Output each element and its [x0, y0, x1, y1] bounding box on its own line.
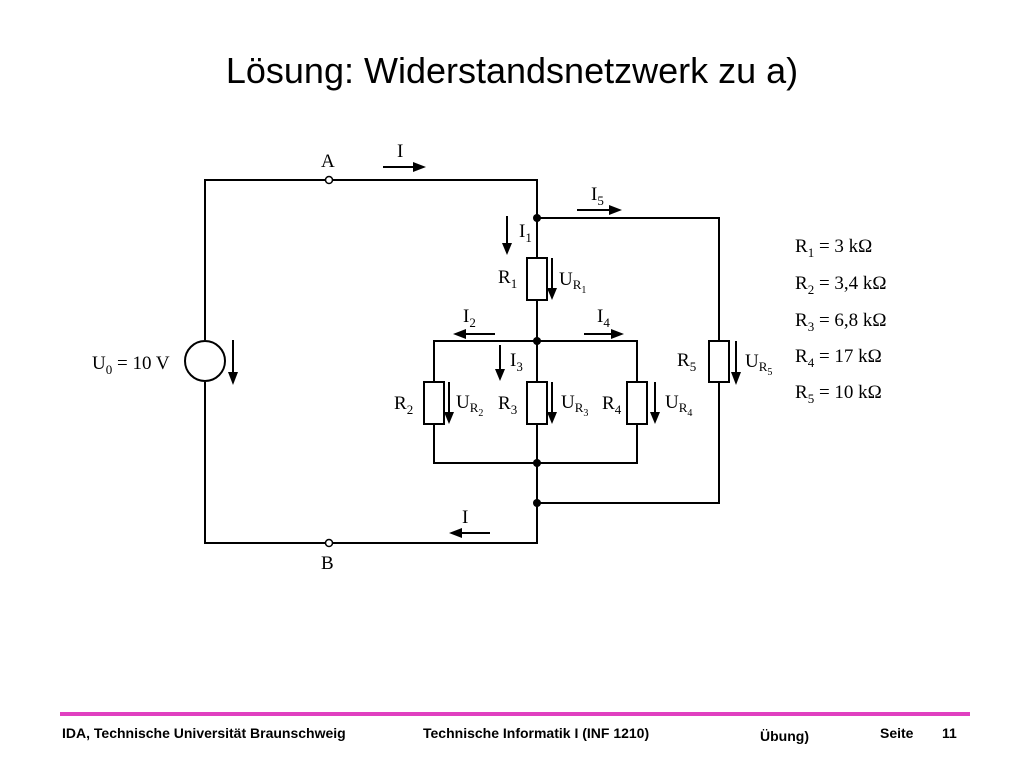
current-i2-arrow: [453, 329, 495, 339]
current-i3-label: I3: [510, 350, 523, 374]
value-r5: R5 = 10 kΩ: [795, 382, 882, 406]
wires: [204, 179, 720, 544]
node-top: [533, 214, 541, 222]
terminal-b-label: B: [321, 553, 334, 574]
current-i-top-label: I: [397, 141, 403, 162]
terminal-a-label: A: [321, 151, 335, 172]
value-r1: R1 = 3 kΩ: [795, 236, 872, 260]
footer-course: Technische Informatik I (INF 1210): [423, 725, 650, 741]
current-i1-arrow: [502, 216, 512, 255]
ur5-label: UR5: [745, 351, 772, 378]
r2-label: R2: [394, 393, 413, 417]
r5-label: R5: [677, 350, 696, 374]
ur1-arrow: [547, 258, 557, 300]
node-bottom: [533, 499, 541, 507]
voltage-source: [184, 340, 226, 382]
current-i3-arrow: [495, 345, 505, 381]
value-r4: R4 = 17 kΩ: [795, 346, 882, 370]
ur4-label: UR4: [665, 392, 692, 419]
slide-title: Lösung: Widerstandsnetzwerk zu a): [225, 50, 799, 91]
source-voltage-arrow: [228, 340, 238, 385]
ur4-arrow: [650, 382, 660, 424]
resistor-r1: [526, 257, 548, 301]
current-i-bottom-arrow: [449, 528, 490, 538]
ur2-arrow: [444, 382, 454, 424]
footer-institution: IDA, Technische Universität Braunschweig: [62, 725, 346, 741]
ur3-arrow: [547, 382, 557, 424]
ur2-label: UR2: [456, 392, 483, 419]
source-label: U0 = 10 V: [92, 353, 170, 377]
footer-page-label: Seite: [880, 725, 914, 741]
terminal-a: [324, 175, 334, 185]
current-i2-label: I2: [463, 306, 476, 330]
current-i-top-arrow: [383, 162, 426, 172]
r3-label: R3: [498, 393, 517, 417]
node-lower: [533, 459, 541, 467]
footer-page-number: 11: [942, 725, 957, 741]
ur1-label: UR1: [559, 269, 586, 296]
resistor-r4: [626, 381, 648, 425]
resistor-r2: [423, 381, 445, 425]
value-r3: R3 = 6,8 kΩ: [795, 310, 887, 334]
r1-label: R1: [498, 267, 517, 291]
current-i1-label: I1: [519, 221, 532, 245]
ur3-label: UR3: [561, 392, 588, 419]
current-i4-arrow: [584, 329, 624, 339]
footer-divider: [60, 712, 970, 716]
current-i5-arrow: [577, 205, 622, 215]
node-middle: [533, 337, 541, 345]
current-i4-label: I4: [597, 306, 610, 330]
r4-label: R4: [602, 393, 622, 417]
resistor-r5: [708, 340, 730, 383]
current-i-bottom-label: I: [462, 507, 468, 528]
terminal-b: [324, 538, 334, 548]
value-r2: R2 = 3,4 kΩ: [795, 273, 887, 297]
resistor-values-list: R1 = 3 kΩ R2 = 3,4 kΩ R3 = 6,8 kΩ R4 = 1…: [795, 236, 887, 406]
current-i5-label: I5: [591, 184, 604, 208]
ur5-arrow: [731, 341, 741, 385]
resistor-r3: [526, 381, 548, 425]
footer-extra: Übung): [760, 728, 809, 744]
